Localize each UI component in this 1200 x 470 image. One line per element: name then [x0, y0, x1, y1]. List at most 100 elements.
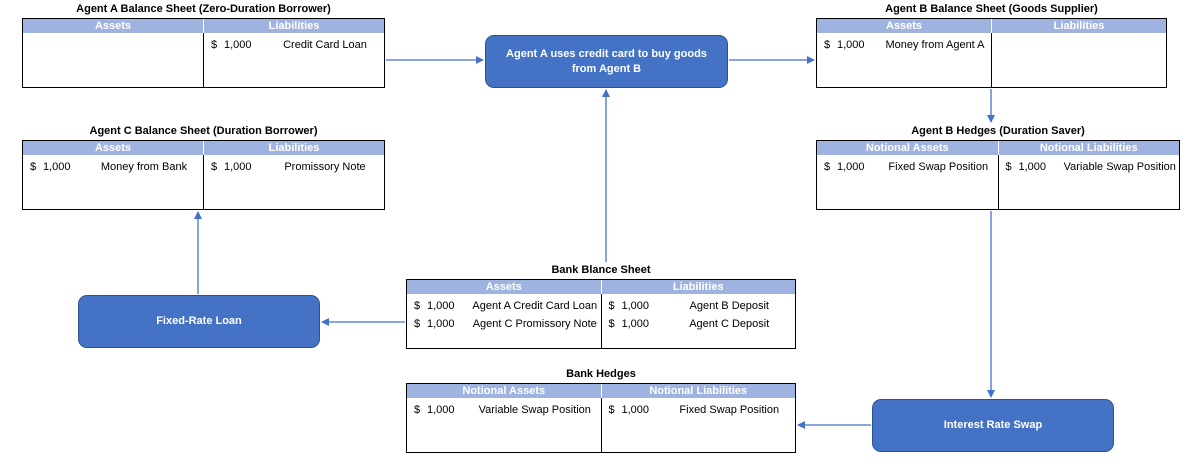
right-column-header: Notional Liabilities	[600, 384, 795, 398]
table-body: $1,000 Money from Agent A	[817, 33, 1166, 87]
table-row: $1,000 Agent B Deposit	[602, 297, 796, 315]
currency-symbol: $	[608, 300, 615, 312]
amount: 1,000	[1018, 161, 1047, 173]
agent-b-hedges-title: Agent B Hedges (Duration Saver)	[911, 125, 1085, 137]
right-column-header: Liabilities	[203, 19, 384, 33]
currency-symbol: $	[413, 300, 421, 312]
left-column-header: Notional Assets	[407, 384, 601, 398]
left-column: $1,000 Variable Swap Position	[407, 398, 601, 452]
entry-description: Agent B Deposit	[689, 300, 770, 312]
table-row: $1,000 Variable Swap Position	[999, 158, 1180, 176]
currency-symbol: $	[823, 39, 831, 51]
amount: 1,000	[837, 39, 865, 51]
table-body: $1,000 Money from Bank $1,000 Promissory No…	[23, 155, 384, 209]
entry-description: Agent A Credit Card Loan	[472, 300, 598, 312]
amount: 1,000	[621, 318, 650, 330]
entry-description: Money from Agent A	[885, 39, 985, 51]
left-column-header: Notional Assets	[817, 141, 998, 155]
entry-description: Credit Card Loan	[283, 39, 367, 51]
table-row: $1,000 Fixed Swap Position	[602, 401, 796, 419]
currency-symbol: $	[210, 39, 218, 51]
purchase-box-label: Agent A uses credit card to buy goods fr…	[506, 47, 707, 75]
table-row: $1,000 Promissory Note	[204, 158, 384, 176]
amount: 1,000	[427, 404, 455, 416]
fixed-rate-loan-box: Fixed-Rate Loan	[78, 295, 320, 348]
currency-symbol: $	[29, 161, 37, 173]
purchase-box: Agent A uses credit card to buy goods fr…	[485, 35, 728, 88]
fixed-rate-loan-label: Fixed-Rate Loan	[156, 315, 242, 327]
table-row: $1,000 Agent A Credit Card Loan	[407, 297, 601, 315]
entry-description: Promissory Note	[284, 161, 366, 173]
left-column: $1,000 Fixed Swap Position	[817, 155, 998, 209]
left-column-header: Assets	[817, 19, 991, 33]
right-column: $1,000 Variable Swap Position	[997, 155, 1180, 209]
currency-symbol: $	[413, 318, 421, 330]
amount: 1,000	[427, 318, 455, 330]
right-column: $1,000 Credit Card Loan	[203, 33, 384, 87]
amount: 1,000	[427, 300, 455, 312]
currency-symbol: $	[413, 404, 421, 416]
agent-c-title: Agent C Balance Sheet (Duration Borrower…	[89, 125, 318, 137]
left-column-header: Assets	[23, 19, 203, 33]
table-row: $1,000 Fixed Swap Position	[817, 158, 998, 176]
table-row: $1,000 Credit Card Loan	[204, 36, 384, 54]
right-column	[991, 33, 1166, 87]
entry-description: Money from Bank	[100, 161, 188, 173]
left-column: $1,000 Money from Bank	[23, 155, 203, 209]
amount: 1,000	[837, 161, 865, 173]
entry-description: Variable Swap Position	[1063, 161, 1176, 173]
agent-a-title: Agent A Balance Sheet (Zero-Duration Bor…	[76, 3, 331, 15]
left-column-header: Assets	[407, 280, 601, 294]
entry-description: Agent C Deposit	[689, 318, 770, 330]
table-row: $1,000 Money from Bank	[23, 158, 203, 176]
left-column: $1,000 Money from Agent A	[817, 33, 991, 87]
table-body: $1,000 Fixed Swap Position $1,000 Variable …	[817, 155, 1179, 209]
currency-symbol: $	[823, 161, 831, 173]
table-body: $1,000 Variable Swap Position $1,000 Fixed …	[407, 398, 795, 452]
currency-symbol: $	[210, 161, 218, 173]
currency-symbol: $	[608, 318, 615, 330]
table-body: $1,000 Credit Card Loan	[23, 33, 384, 87]
amount: 1,000	[621, 404, 650, 416]
entry-description: Agent C Promissory Note	[472, 318, 597, 330]
interest-rate-swap-box: Interest Rate Swap	[872, 399, 1114, 452]
right-column-header: Liabilities	[991, 19, 1166, 33]
table-row: $1,000 Variable Swap Position	[407, 401, 601, 419]
table-row: $1,000 Agent C Promissory Note	[407, 315, 601, 333]
entry-description: Variable Swap Position	[478, 404, 591, 416]
right-column: $1,000 Promissory Note	[203, 155, 384, 209]
bank-hedges-title: Bank Hedges	[566, 368, 636, 380]
bank-title: Bank Blance Sheet	[551, 264, 651, 276]
currency-symbol: $	[608, 404, 615, 416]
right-column-header: Liabilities	[203, 141, 384, 155]
agent-b-title: Agent B Balance Sheet (Goods Supplier)	[885, 3, 1098, 15]
entry-description: Fixed Swap Position	[888, 161, 989, 173]
amount: 1,000	[43, 161, 71, 173]
interest-rate-swap-label: Interest Rate Swap	[943, 419, 1043, 431]
table-row: $1,000 Money from Agent A	[817, 36, 991, 54]
currency-symbol: $	[1005, 161, 1012, 173]
amount: 1,000	[224, 161, 252, 173]
right-column: $1,000 Fixed Swap Position	[600, 398, 796, 452]
right-column-header: Liabilities	[600, 280, 795, 294]
amount: 1,000	[621, 300, 650, 312]
entry-description: Fixed Swap Position	[679, 404, 780, 416]
table-row: $1,000 Agent C Deposit	[602, 315, 796, 333]
amount: 1,000	[224, 39, 252, 51]
left-column-header: Assets	[23, 141, 203, 155]
